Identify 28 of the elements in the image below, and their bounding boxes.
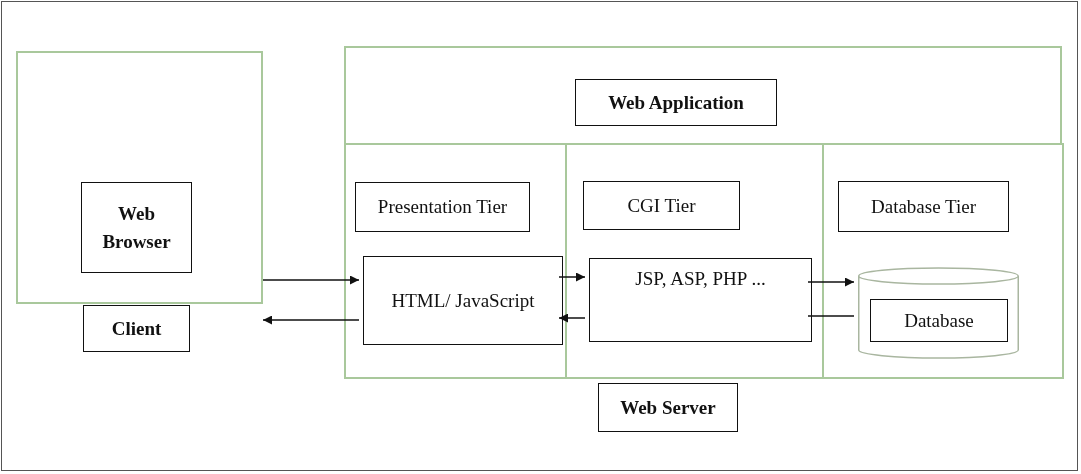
process-box: [583, 181, 740, 230]
process-box: [363, 256, 563, 345]
process-box: [575, 79, 777, 126]
box-label: CGI Tier: [627, 193, 696, 218]
arrow: [558, 313, 586, 323]
process-box: [598, 383, 738, 432]
box-label: JSP, ASP, PHP ...: [635, 267, 766, 291]
arrow: [558, 272, 586, 282]
process-box: [838, 181, 1009, 232]
box-label: HTML/ JavaScript: [391, 288, 535, 313]
box-label: Database: [904, 308, 974, 333]
process-box: [83, 305, 190, 352]
box-label: Client: [111, 316, 162, 341]
arrow: [262, 275, 360, 285]
process-box: [589, 258, 812, 342]
box-label: Database Tier: [871, 194, 976, 219]
tier-panel: [344, 46, 1062, 379]
process-box: [355, 182, 530, 232]
tier-panel: [822, 143, 1064, 379]
box-label: Web Application: [608, 90, 744, 115]
arrow: [262, 315, 360, 325]
arrow: [807, 277, 855, 287]
tier-panel: [16, 51, 263, 304]
box-label: Web Browser: [101, 201, 172, 254]
process-box: [870, 299, 1008, 342]
process-box: [81, 182, 192, 273]
box-label: Presentation Tier: [377, 195, 508, 220]
box-label: Web Server: [620, 395, 716, 420]
